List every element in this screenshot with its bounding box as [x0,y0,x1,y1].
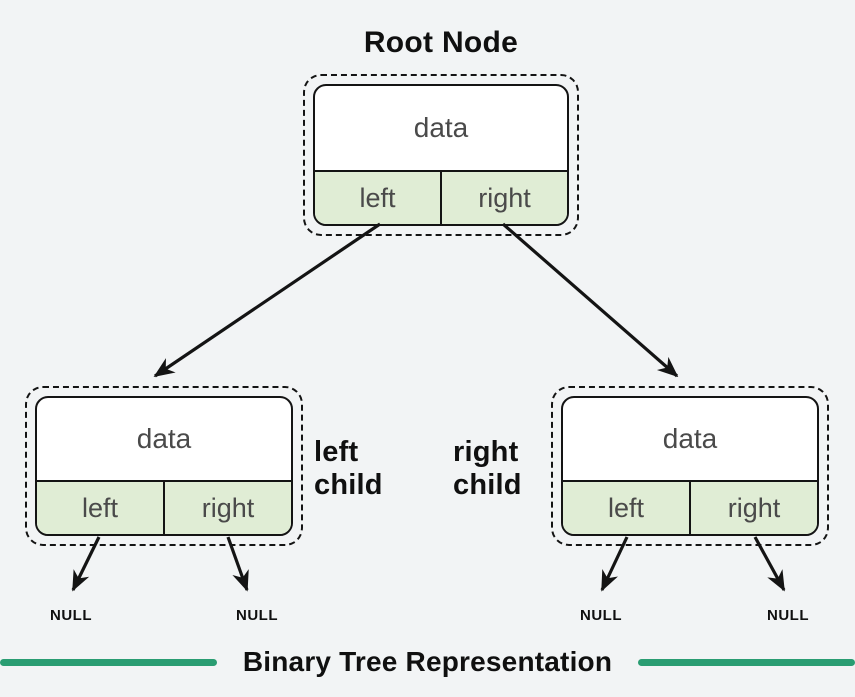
arrow-root-to-right-child [501,222,679,378]
left-child-node-box: data left right [35,396,293,536]
left-child-right-pointer-cell: right [165,482,291,534]
diagram-caption: Binary Tree Representation [242,646,613,677]
footer-left-rule [0,658,217,666]
right-child-data-cell: data [662,423,718,454]
left-child-node: data left right [25,386,303,546]
left-child-label: left child [314,436,383,502]
left-child-left-pointer-cell: left [37,482,165,534]
null-label-4: NULL [767,607,809,624]
root-right-pointer-cell: right [442,172,567,224]
footer-right-rule [638,658,855,666]
right-child-label: right child [453,436,522,502]
root-left-pointer-cell: left [315,172,442,224]
right-child-node-box: data left right [561,396,819,536]
null-label-3: NULL [580,607,622,624]
right-child-right-pointer-cell: right [691,482,817,534]
root-node-box: data left right [313,84,569,226]
left-child-pointer-row: left right [37,480,291,534]
root-data-cell: data [413,112,469,143]
null-label-2: NULL [236,607,278,624]
root-pointer-row: left right [315,170,567,224]
root-node-title: Root Node [363,26,519,59]
right-child-node: data left right [551,386,829,546]
left-child-data-cell: data [136,423,192,454]
arrow-root-to-left-child [153,222,381,378]
right-child-pointer-row: left right [563,480,817,534]
root-node: data left right [303,74,579,236]
footer: Binary Tree Representation [0,641,855,683]
right-child-left-pointer-cell: left [563,482,691,534]
null-label-1: NULL [50,607,92,624]
